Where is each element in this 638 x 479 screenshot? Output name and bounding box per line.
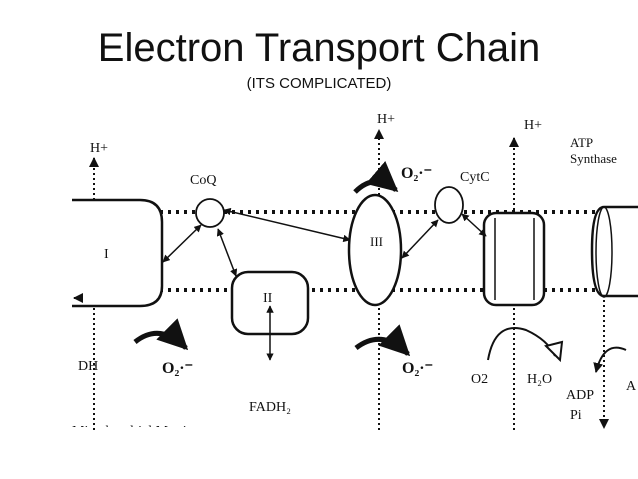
atp-synthase-inner [595,206,613,298]
slide-subtitle: (ITS COMPLICATED) [246,75,392,92]
superoxide-top-curved-arrow [353,161,399,194]
h-plus-left-label: H+ [90,141,108,156]
arrow-coq-complex2 [216,228,238,277]
a-fragment-label: A [626,379,637,394]
h-plus-right-label: H+ [524,118,542,133]
cytc-ellipse [434,186,464,224]
complex-1-label: I [104,247,109,262]
arrow-complex3-cytc [401,219,439,259]
h2o-label: H₂O [527,372,552,387]
arrow-cytc-complex4 [461,213,487,237]
superoxide-left-curved-arrow [133,318,189,351]
cytc-label: CytC [460,170,490,185]
h-plus-mid-label: H+ [377,112,395,127]
nadh-label: DH [78,359,98,374]
adp-arc-arrow [593,346,627,373]
pi-label: Pi [570,408,582,423]
adp-label: ADP [566,388,594,403]
complex-4-shape [482,211,546,307]
o2-label: O2 [471,372,488,387]
atp-synthase-label-1: ATP [570,135,593,150]
complex-2-label: II [263,291,273,306]
atp-synthase-label-2: Synthase [570,151,617,166]
o2-to-h2o-arrow [487,327,556,361]
atp-synthase-shape [590,205,638,298]
slide-title: Electron Transport Chain [97,26,541,70]
o2-to-h2o-arrowhead [544,340,564,363]
complex-3-shape [347,193,403,307]
fadh2-label: FADH₂ [249,400,291,415]
arrow-complex1-coq [162,224,202,263]
complex-1-shape [72,198,164,308]
complex-3-label: III [370,234,383,249]
matrix-label: Mitochondrial Matrix [72,424,194,439]
superoxide-top-label: O₂·⁻ [401,165,432,182]
superoxide-left-label: O₂·⁻ [162,360,193,377]
coq-label: CoQ [190,173,216,188]
coq-circle [195,198,225,228]
superoxide-right-label: O₂·⁻ [402,360,433,377]
arrow-coq-complex3 [223,207,351,243]
superoxide-right-curved-arrow [354,324,411,357]
